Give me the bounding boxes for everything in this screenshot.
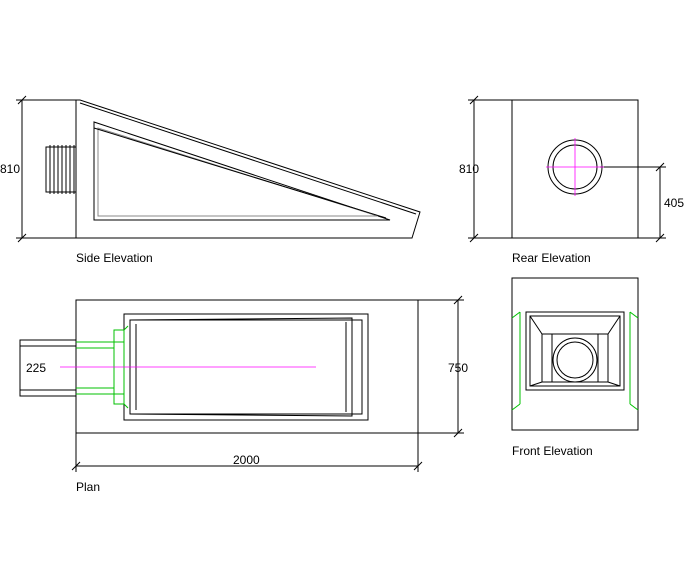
rear-height-dimension [468,95,512,243]
front-outlet-inner [556,341,594,379]
front-bevel-bl [529,381,543,387]
front-bevel-tr [607,315,621,335]
plan-view [19,295,464,472]
rear-elevation [468,95,666,243]
front-elevation-title: Front Elevation [512,444,593,458]
plan-outlet-pipe [19,339,77,397]
rear-centre-marks [546,138,604,196]
side-elevation [16,95,421,243]
front-elevation [511,277,639,431]
rear-body-outline [511,99,639,239]
side-elevation-title: Side Elevation [76,251,153,265]
rear-centre-dimension [600,162,666,243]
front-bevel-tl [529,315,543,335]
plan-title: Plan [76,480,100,494]
front-green-flanges [511,311,639,411]
rear-height-label: 810 [459,162,479,176]
front-hopper-inner [529,315,621,387]
front-outlet-outer [552,337,598,383]
plan-outlet-label: 225 [26,361,46,375]
plan-width-dimension [418,295,464,438]
plan-length-label: 2000 [233,453,260,467]
side-corrugated-pipe [45,145,77,194]
rear-elevation-title: Rear Elevation [512,251,591,265]
side-body-outline [75,99,421,239]
side-top-edge-inner [79,102,417,215]
side-height-dimension [16,95,76,243]
side-slope-line [93,127,387,219]
plan-length-dimension [71,433,423,472]
front-hopper-frame [525,311,625,391]
plan-width-label: 750 [448,361,468,375]
plan-hopper-taper [129,317,353,417]
front-body-outline [511,277,639,431]
front-bevel-br [607,381,621,387]
side-inner-outline [93,121,391,221]
side-height-label: 810 [0,162,20,176]
rear-centre-label: 405 [664,196,684,210]
